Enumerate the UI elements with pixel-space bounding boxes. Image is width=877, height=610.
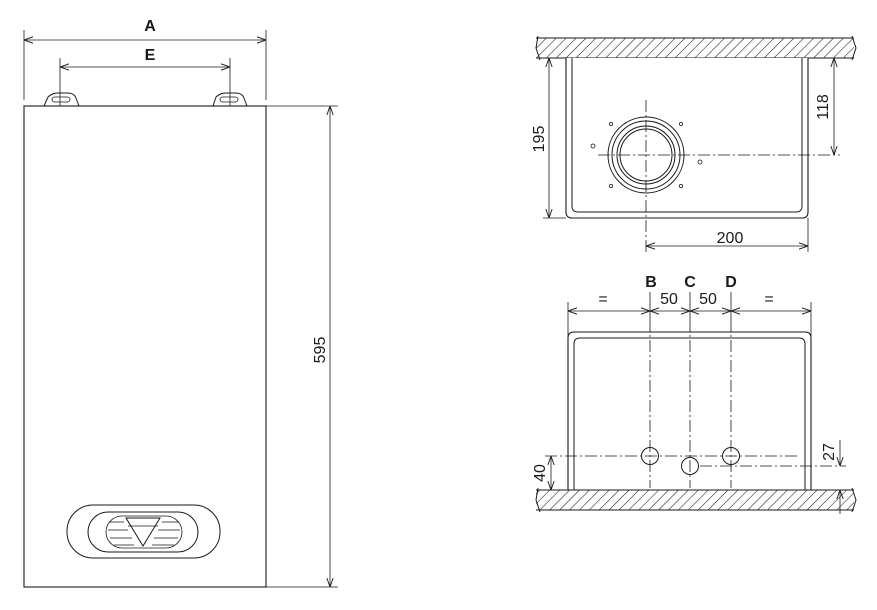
label-195: 195 [531,126,548,153]
label-118: 118 [815,94,832,120]
label-50-left: 50 [660,291,678,308]
label-equal-right: = [764,291,773,308]
dimension-40: 40 [532,456,551,490]
label-200: 200 [717,230,744,247]
label-595: 595 [312,337,329,364]
dimension-a: A [23,18,267,100]
label-40: 40 [532,464,549,482]
control-panel [66,504,221,559]
ceiling-hatch [536,38,854,58]
dimension-chain-connections: = 50 50 = [568,291,811,311]
front-view: A E [23,18,338,588]
label-e: E [145,47,156,64]
floor-hatch [536,490,854,510]
label-b: B [645,274,657,291]
dimension-195: 195 [531,58,566,219]
boiler-casing [23,105,267,588]
label-c: C [684,274,696,291]
label-d: D [725,274,737,291]
bottom-view: B C D = 50 50 = [532,274,857,514]
dimension-118: 118 [815,58,834,155]
label-50-right: 50 [699,291,717,308]
top-view: 195 118 200 [531,35,857,252]
dimension-200: 200 [646,218,809,252]
connection-c [681,457,699,475]
label-equal-left: = [598,291,607,308]
label-a: A [144,18,156,35]
dimension-595: 595 [266,105,338,588]
label-27: 27 [821,443,838,461]
connection-d [722,447,740,465]
dimension-27: 27 [821,440,840,514]
mounting-bracket-left [43,92,80,107]
mounting-bracket-right [212,92,248,107]
dimension-e: E [59,47,231,112]
